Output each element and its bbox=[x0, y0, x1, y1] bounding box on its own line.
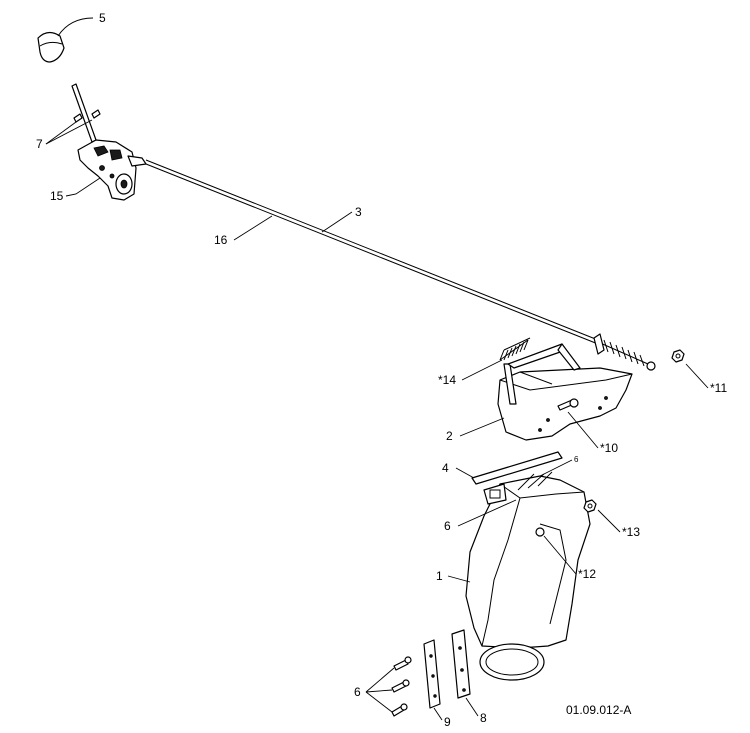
callout-5: 5 bbox=[99, 11, 106, 25]
part-16-shift-rod bbox=[145, 159, 656, 371]
part-15-shift-lever bbox=[71, 83, 147, 201]
callout-6-upper: 6 bbox=[444, 519, 451, 533]
part-6-bolts bbox=[391, 656, 412, 717]
part-5-knob bbox=[37, 17, 94, 63]
rod-spring bbox=[603, 339, 645, 367]
callout-12: *12 bbox=[578, 567, 596, 581]
callout-13: *13 bbox=[622, 525, 640, 539]
callout-7: 7 bbox=[36, 137, 43, 151]
callout-3: 3 bbox=[355, 205, 362, 219]
part-1-upper-chute bbox=[465, 471, 591, 681]
part-4-bracket bbox=[471, 451, 563, 485]
rod-clip bbox=[593, 333, 605, 355]
callout-2: 2 bbox=[446, 429, 453, 443]
callout-6-small: 6 bbox=[574, 455, 579, 464]
callout-6-lower: 6 bbox=[354, 685, 361, 699]
callout-9: 9 bbox=[444, 715, 451, 729]
part-12-bolt bbox=[535, 527, 545, 537]
callout-8: 8 bbox=[480, 711, 487, 725]
callout-10: *10 bbox=[600, 441, 618, 455]
part-9-strip bbox=[423, 639, 441, 709]
callout-1: 1 bbox=[436, 569, 443, 583]
callout-15: 15 bbox=[50, 189, 64, 203]
part-13-nut bbox=[583, 499, 597, 513]
part-8-plate bbox=[451, 629, 471, 699]
part-14-spring bbox=[499, 337, 531, 361]
part-10-bolt bbox=[557, 398, 579, 411]
part-2-chute-deflector bbox=[497, 343, 633, 441]
part-11-nut bbox=[671, 349, 685, 363]
callout-4: 4 bbox=[442, 461, 449, 475]
part-7-screws bbox=[73, 109, 101, 123]
figure-id: 01.09.012-A bbox=[566, 703, 631, 717]
callout-14: *14 bbox=[438, 373, 456, 387]
callout-16: 16 bbox=[214, 233, 228, 247]
callout-11: *11 bbox=[710, 381, 727, 395]
